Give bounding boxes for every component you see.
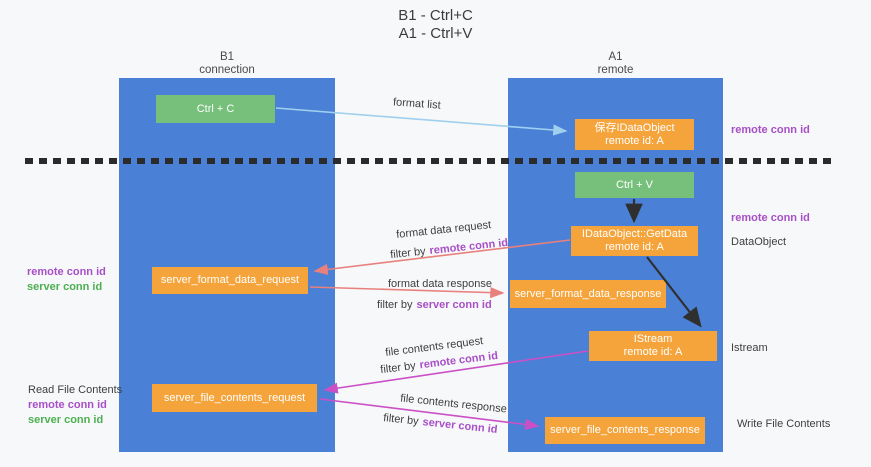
server-file-contents-response-box: server_file_contents_response (545, 417, 705, 444)
format-data-request-label: format data request (395, 219, 492, 241)
dataobject-annotation: DataObject (731, 236, 787, 248)
remote-conn-id-annotation-mid-right: remote conn id (731, 212, 810, 224)
server-file-contents-request-box: server_file_contents_request (152, 384, 317, 412)
save-idataobject-box: 保存IDataObject remote id: A (575, 119, 694, 150)
ctrl-v-box: Ctrl + V (575, 172, 694, 198)
format-data-response-label: format data response (388, 278, 492, 290)
getdata-line2: remote id: A (605, 241, 664, 253)
istream-line2: remote id: A (623, 346, 683, 358)
title-line-2: A1 - Ctrl+V (398, 25, 473, 42)
filter-by-text: filter by (382, 412, 420, 428)
ctrl-v-label: Ctrl + V (616, 178, 653, 191)
column-a1-subtitle: remote (597, 64, 634, 76)
istream-annotation: Istream (731, 342, 768, 354)
server-format-data-request-label: server_format_data_request (160, 274, 300, 286)
idataobject-getdata-box: IDataObject::GetData remote id: A (571, 226, 698, 256)
server-conn-id-key: server conn id (421, 416, 498, 436)
server-conn-id-key: server conn id (416, 299, 492, 311)
istream-line1: IStream (633, 333, 673, 345)
file-contents-response-label: file contents response (399, 392, 508, 416)
save-idataobject-line2: remote id: A (605, 134, 664, 147)
server-format-data-response-label: server_format_data_response (514, 287, 662, 300)
server-format-data-request-box: server_format_data_request (152, 267, 308, 294)
remote-conn-id-annotation-bottom-left: remote conn id (28, 399, 107, 411)
server-format-data-response-box: server_format_data_response (510, 280, 666, 308)
filter-by-text: filter by (389, 245, 427, 262)
column-a1-title: A1 (608, 51, 623, 63)
dashed-separator (25, 158, 835, 164)
istream-box: IStream remote id: A (589, 331, 717, 361)
column-b1-title: B1 (219, 51, 235, 63)
diagram-title: B1 - Ctrl+C A1 - Ctrl+V (0, 7, 871, 43)
server-conn-id-annotation-bottom-left: server conn id (28, 414, 104, 426)
write-file-contents-annotation: Write File Contents (737, 418, 831, 430)
getdata-line1: IDataObject::GetData (581, 228, 688, 240)
column-header-b1: B1 connection (119, 51, 335, 77)
server-file-contents-response-label: server_file_contents_response (550, 424, 700, 436)
filter-by-text: filter by (377, 299, 413, 311)
format-list-label: format list (392, 96, 442, 112)
remote-conn-id-annotation-left: remote conn id (27, 266, 106, 278)
server-conn-id-annotation-left: server conn id (27, 281, 103, 293)
remote-conn-id-annotation-top-right: remote conn id (731, 124, 810, 136)
remote-conn-id-key: remote conn id (428, 236, 509, 258)
column-b1-subtitle: connection (199, 64, 255, 76)
column-header-a1: A1 remote (508, 51, 723, 77)
ctrl-c-label: Ctrl + C (196, 102, 235, 115)
ctrl-c-box: Ctrl + C (156, 95, 275, 123)
title-line-1: B1 - Ctrl+C (398, 7, 473, 24)
server-file-contents-request-label: server_file_contents_request (163, 391, 306, 404)
filter-by-text: filter by (379, 359, 417, 377)
save-idataobject-line1: 保存IDataObject (594, 121, 675, 134)
read-file-contents-annotation: Read File Contents (28, 384, 123, 396)
